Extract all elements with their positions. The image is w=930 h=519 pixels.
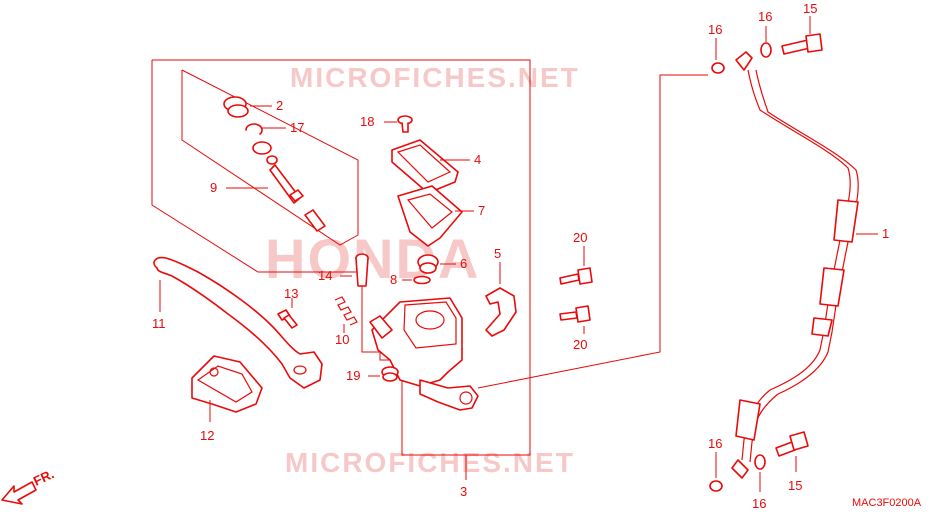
washer-16-top-right [760,42,772,58]
callout-16-top-left: 16 [708,22,722,37]
callout-16-top-right: 16 [758,9,772,24]
watermark-top: MICROFICHES.NET [290,62,580,93]
callout-5: 5 [494,246,501,261]
callout-16-bottom-left: 16 [708,436,722,451]
callout-17: 17 [290,120,304,135]
washer-16-bottom-left [709,480,723,492]
boot-part [223,96,249,118]
float-part [417,254,439,274]
callout-20-lower: 20 [573,337,587,352]
callout-18: 18 [360,114,374,129]
callout-9: 9 [210,180,217,195]
oil-bolt-15-top [781,33,823,55]
pivot-bolt-part [355,253,369,287]
piston-kit-outline [181,69,359,246]
lever-holder-part [191,355,263,413]
brake-hose-part [731,51,859,479]
screw-18-part [397,115,413,133]
master-cylinder-part [369,297,479,411]
spring-part [334,296,358,326]
callout-2: 2 [276,98,283,113]
callout-11: 11 [152,316,166,331]
bolt-20-upper-part [559,267,593,285]
callout-15-bottom: 15 [788,478,802,493]
direction-label: FR. [31,466,56,488]
callout-14: 14 [318,268,332,283]
callout-6: 6 [460,256,467,271]
piston-set-part [252,141,326,232]
washer-16-top-left [711,62,725,74]
hose-leader [477,74,708,389]
ring-part [413,275,431,285]
callout-15-top: 15 [803,1,817,16]
callout-4: 4 [474,152,481,167]
oil-bolt-15-bottom [775,431,809,457]
callout-8: 8 [390,272,397,287]
diagram-code: MAC3F0200A [852,497,922,509]
callout-13: 13 [284,286,298,301]
circlip-part [245,123,263,135]
callout-3: 3 [460,484,467,499]
assembly-outline [151,59,531,456]
diaphragm-plate-part [397,185,463,247]
front-direction-arrow: FR. [1,466,56,505]
bolt-20-lower-part [559,305,591,323]
callout-19: 19 [346,368,360,383]
callout-20-upper: 20 [573,230,587,245]
callout-10: 10 [335,332,349,347]
callout-1: 1 [882,226,889,241]
callout-12: 12 [200,428,214,443]
washer-16-bottom-right [754,454,766,470]
watermark-bottom: MICROFICHES.NET [285,447,575,478]
adjuster-part [277,309,298,329]
callout-16-bottom-right: 16 [752,496,766,511]
reservoir-cap-part [391,139,459,194]
holder-clamp-part [485,287,517,337]
watermark-brand: HONDA [265,227,480,290]
cap-19-part [381,366,399,382]
callout-7: 7 [478,203,485,218]
brake-lever-part [153,256,323,389]
